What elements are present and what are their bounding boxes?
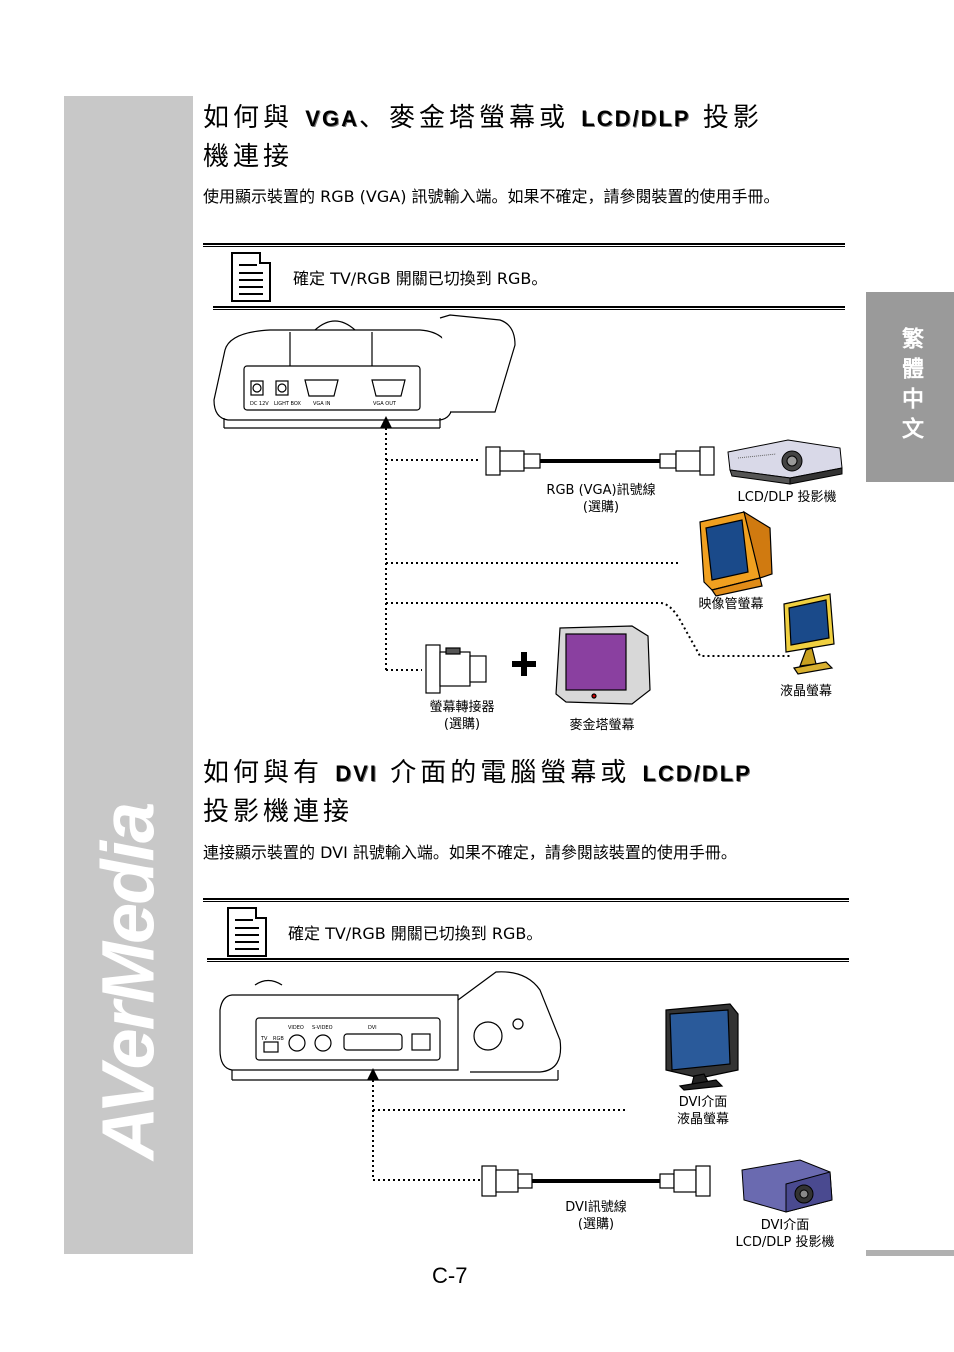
dvi-lcd-monitor-icon	[665, 1003, 739, 1091]
vga-cable-icon	[485, 446, 715, 476]
switch-tv: TV	[260, 1036, 268, 1042]
port-vga-in: VGA IN	[313, 401, 331, 407]
language-tab	[866, 292, 954, 482]
port-video: VIDEO	[288, 1025, 304, 1031]
switch-rgb: RGB	[273, 1036, 284, 1042]
label-dvi-lcd: DVI介面液晶螢幕	[676, 1095, 729, 1127]
note1-bottom-rule-thin	[213, 309, 845, 310]
plus-icon	[512, 652, 536, 676]
dotted-connection-lines-2	[372, 1080, 625, 1181]
left-sidebar-bar	[64, 96, 193, 1254]
camera-back-panel-dvi	[219, 971, 562, 1081]
section1-paragraph: 使用顯示裝置的 RGB (VGA) 訊號輸入端。如果不確定，請參閱裝置的使用手冊…	[203, 187, 780, 206]
port-lightbox: LIGHT BOX	[274, 401, 301, 407]
note2-top-rule-thin	[203, 901, 849, 902]
label-adapter: 螢幕轉接器(選購)	[429, 700, 495, 732]
port-s-video: S-VIDEO	[312, 1025, 333, 1031]
note1-top-rule	[203, 243, 845, 245]
section1-heading: 如何與 VGA、麥金塔螢幕或 LCD/DLP 投影 機連接	[203, 103, 763, 172]
crt-monitor-icon	[699, 510, 773, 597]
note2-bottom-rule-thin	[207, 961, 849, 962]
note1-bottom-rule	[213, 306, 845, 308]
page-number: C-7	[432, 1263, 468, 1288]
output-arrow-2	[367, 1068, 379, 1080]
projector-icon	[727, 439, 843, 485]
port-dvi: DVI	[368, 1025, 377, 1031]
note2-top-rule	[203, 898, 849, 900]
note1-text: 確定 TV/RGB 開關已切換到 RGB。	[293, 269, 548, 288]
dotted-connection-lines-1	[385, 428, 790, 671]
label-vga-cable: RGB (VGA)訊號線(選購)	[546, 483, 656, 515]
note-icon	[227, 907, 267, 957]
camera-back-panel-vga	[213, 314, 516, 429]
dvi-projector-icon	[741, 1159, 833, 1213]
note2-bottom-rule	[207, 958, 849, 960]
mac-monitor-icon	[555, 625, 651, 705]
lcd-monitor-icon	[783, 593, 835, 675]
language-tab-label: 繁體中文	[898, 327, 923, 447]
dvi-cable-icon	[481, 1165, 711, 1197]
note-icon	[231, 252, 271, 302]
note1-top-rule-thin	[203, 246, 845, 247]
port-dc12v: DC 12V	[250, 401, 269, 407]
section2-paragraph: 連接顯示裝置的 DVI 訊號輸入端。如果不確定，請參閱該裝置的使用手冊。	[203, 843, 737, 862]
language-tab-bottom	[866, 1250, 954, 1256]
output-arrow-1	[380, 416, 392, 428]
note2-text: 確定 TV/RGB 開關已切換到 RGB。	[288, 924, 543, 943]
section2-heading: 如何與有 DVI 介面的電腦螢幕或 LCD/DLP 投影機連接	[203, 758, 752, 827]
label-dvi-cable: DVI訊號線(選購)	[565, 1200, 627, 1232]
label-mac-monitor: 麥金塔螢幕	[569, 718, 635, 733]
label-projector: LCD/DLP 投影機	[737, 490, 837, 505]
monitor-adapter-icon	[425, 644, 487, 694]
label-lcd-monitor: 液晶螢幕	[779, 684, 832, 699]
label-crt-monitor: 映像管螢幕	[698, 597, 764, 612]
port-vga-out: VGA OUT	[373, 401, 397, 407]
